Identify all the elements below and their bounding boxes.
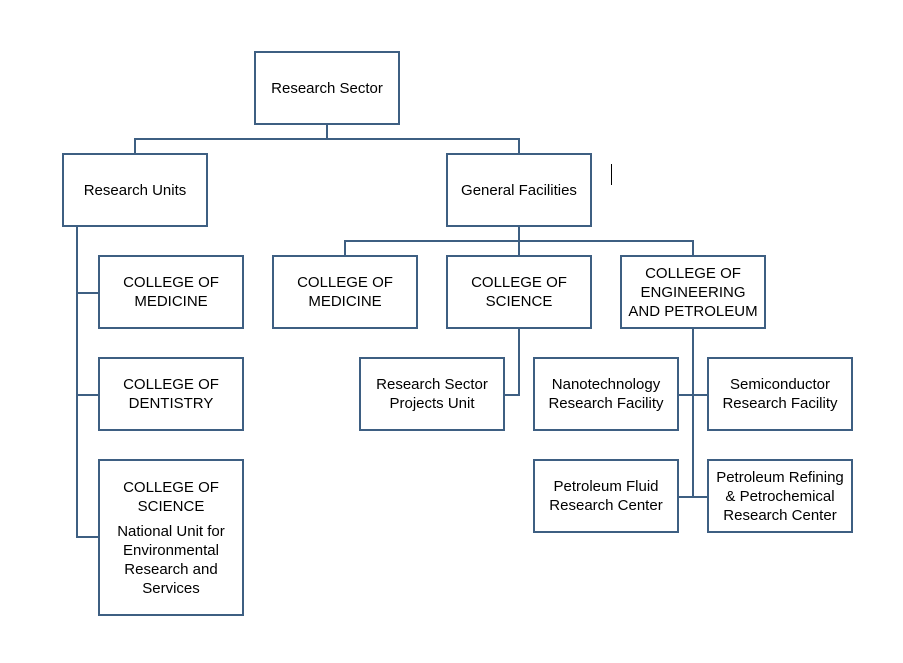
connector-gf-medicine (344, 240, 346, 256)
connector-gf-engineering (692, 240, 694, 256)
node-label: Research Sector (271, 79, 383, 97)
connector-research-units-trunk (76, 226, 78, 538)
node-label: COLLEGE OF ENGINEERING AND PETROLEUM (628, 264, 758, 320)
connector-science-projects (504, 394, 520, 396)
node-ru-college-of-medicine: COLLEGE OF MEDICINE (98, 255, 244, 329)
connector-gf-science (518, 240, 520, 256)
node-gf-college-of-engineering: COLLEGE OF ENGINEERING AND PETROLEUM (620, 255, 766, 329)
connector-ru-dentistry (76, 394, 99, 396)
node-gf-college-of-science: COLLEGE OF SCIENCE (446, 255, 592, 329)
node-label: Research Sector Projects Unit (376, 376, 488, 412)
connector-gf-down (518, 226, 520, 242)
node-label: Research Units (83, 181, 187, 199)
connector-level1-horizontal (134, 138, 520, 140)
connector-ru-medicine (76, 292, 99, 294)
connector-root-down (326, 124, 328, 139)
node-petroleum-refining-research-center: Petroleum Refining & Petrochemical Resea… (707, 459, 853, 533)
connector-eng-row2 (678, 496, 708, 498)
node-ru-college-of-dentistry: COLLEGE OF DENTISTRY (98, 357, 244, 431)
node-label: COLLEGE OF MEDICINE (123, 274, 219, 310)
node-label: Petroleum Refining & Petrochemical Resea… (716, 468, 844, 524)
node-label: Semiconductor Research Facility (722, 376, 838, 412)
node-label: COLLEGE OF SCIENCE (123, 478, 219, 515)
node-label: General Facilities (461, 181, 577, 199)
node-research-units: Research Units (62, 153, 208, 227)
node-ru-college-of-science: COLLEGE OF SCIENCE National Unit for Env… (98, 459, 244, 616)
node-label: COLLEGE OF MEDICINE (297, 274, 393, 310)
node-general-facilities: General Facilities (446, 153, 592, 227)
connector-ru-science (76, 536, 99, 538)
text-cursor (611, 164, 612, 185)
node-gf-college-of-medicine: COLLEGE OF MEDICINE (272, 255, 418, 329)
connector-research-units-up (134, 138, 136, 154)
node-label: COLLEGE OF DENTISTRY (123, 376, 219, 412)
node-research-sector: Research Sector (254, 51, 400, 125)
node-label: Petroleum Fluid Research Center (549, 478, 663, 514)
connector-engineering-trunk (692, 328, 694, 498)
connector-general-facilities-up (518, 138, 520, 154)
node-label: COLLEGE OF SCIENCE (471, 274, 567, 310)
node-research-sector-projects-unit: Research Sector Projects Unit (359, 357, 505, 431)
node-petroleum-fluid-research-center: Petroleum Fluid Research Center (533, 459, 679, 533)
node-semiconductor-research-facility: Semiconductor Research Facility (707, 357, 853, 431)
connector-eng-row1 (678, 394, 708, 396)
connector-science-down (518, 328, 520, 396)
node-nanotechnology-research-facility: Nanotechnology Research Facility (533, 357, 679, 431)
node-sublabel: National Unit for Environmental Research… (117, 522, 225, 597)
node-label: Nanotechnology Research Facility (548, 376, 664, 412)
